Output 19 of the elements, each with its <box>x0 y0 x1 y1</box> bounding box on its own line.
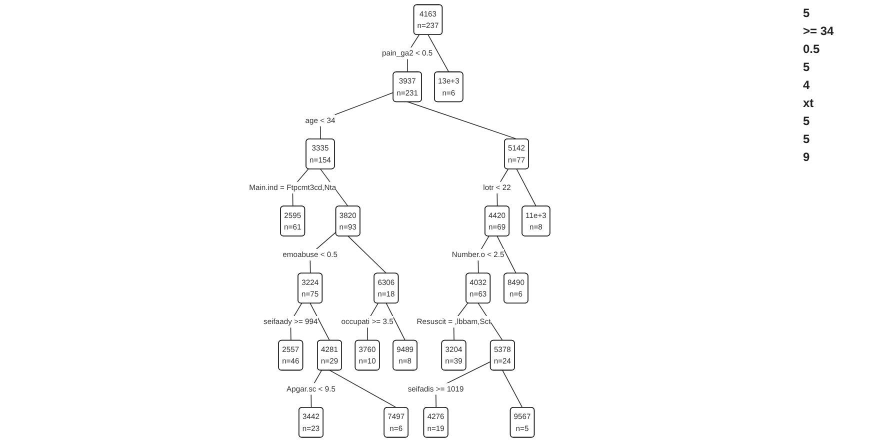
connector <box>496 236 516 274</box>
connector <box>347 236 387 274</box>
connector <box>428 34 450 72</box>
split-label-fragment: 5 <box>803 114 811 128</box>
split-label-fragment: 4 <box>803 78 811 92</box>
split-label-fragment: 9 <box>803 150 811 164</box>
split-label-fragment: >= 34 <box>803 24 835 38</box>
connector <box>386 302 406 341</box>
connector <box>478 302 503 341</box>
split-label-fragment: 5 <box>803 132 811 146</box>
split-label-fragment: 5 <box>803 60 811 74</box>
split-label-fragment: xt <box>803 96 815 110</box>
connector <box>406 101 517 140</box>
connector <box>329 370 396 408</box>
split-label-fragment: 5 <box>803 6 811 20</box>
connector <box>502 370 523 408</box>
connector <box>516 168 536 206</box>
connector <box>310 302 330 341</box>
split-label-fragment: 0.5 <box>803 42 821 56</box>
